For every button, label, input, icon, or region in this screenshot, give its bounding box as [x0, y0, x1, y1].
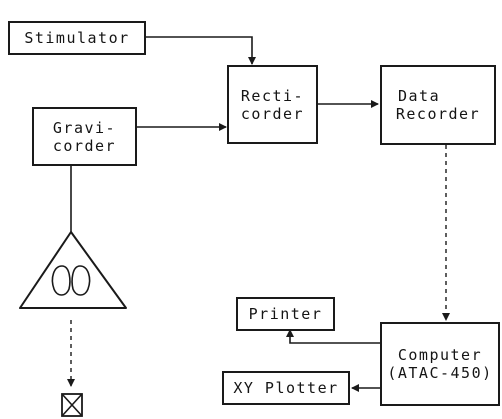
printer-label: Printer [249, 305, 323, 323]
computer-label-line-1: Computer [398, 346, 482, 364]
printer-block: Printer [236, 297, 335, 331]
stimulator-block: Stimulator [8, 21, 146, 55]
stimulator-to-recticorder-arrow [146, 37, 252, 64]
computer-block: Computer (ATAC-450) [380, 322, 500, 406]
crossed-box-icon [62, 394, 82, 416]
computer-to-printer-arrow [290, 330, 380, 343]
data-recorder-label-line-2: Recorder [396, 105, 480, 123]
recticorder-label-line-1: Recti- [241, 87, 304, 105]
stimulator-label: Stimulator [24, 29, 129, 47]
xy-plotter-label: XY Plotter [233, 379, 338, 397]
xy-plotter-block: XY Plotter [222, 371, 350, 405]
computer-label-line-2: (ATAC-450) [387, 364, 492, 382]
gravicorder-label-line-2: corder [53, 137, 116, 155]
recticorder-block: Recti- corder [227, 65, 318, 144]
triangle-platform-with-feet-icon [20, 232, 126, 308]
gravicorder-label-line-1: Gravi- [53, 119, 116, 137]
recticorder-label-line-2: corder [241, 105, 304, 123]
data-recorder-block: Data Recorder [380, 65, 496, 145]
gravicorder-block: Gravi- corder [32, 107, 137, 166]
data-recorder-label-line-1: Data [398, 87, 440, 105]
